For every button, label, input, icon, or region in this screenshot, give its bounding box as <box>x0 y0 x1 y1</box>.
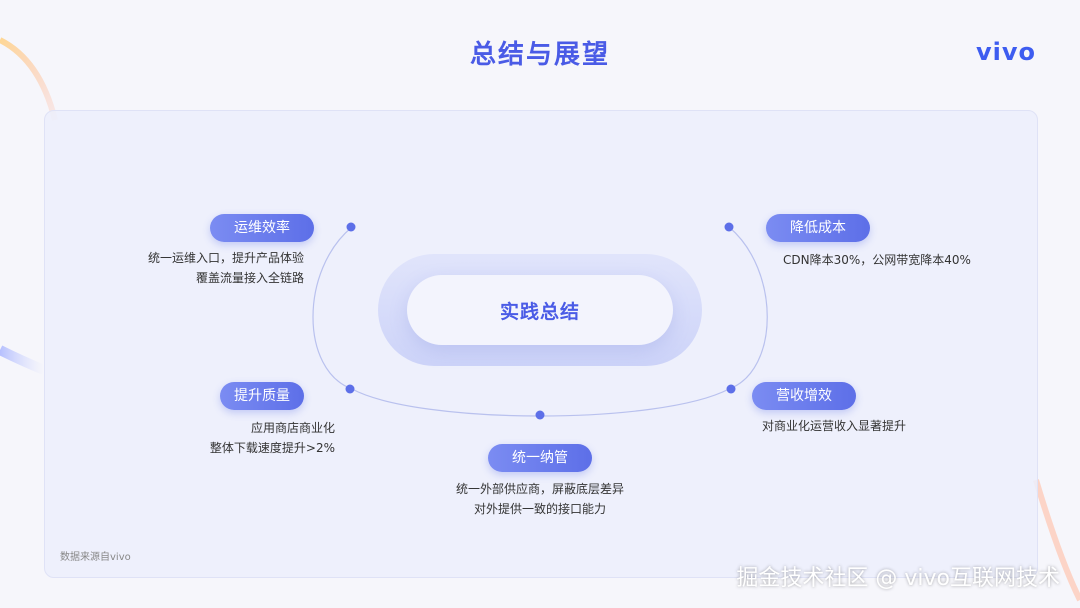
tag-ops: 运维效率 <box>210 214 314 242</box>
node-dot-unify <box>535 410 545 420</box>
desc-revenue: 对商业化运营收入显著提升 <box>762 416 906 436</box>
tag-quality: 提升质量 <box>220 382 304 410</box>
desc-cost-line1: CDN降本30%，公网带宽降本40% <box>783 253 971 267</box>
desc-revenue-line1: 对商业化运营收入显著提升 <box>762 419 907 433</box>
page-title: 总结与展望 <box>469 40 610 70</box>
desc-cost: CDN降本30%，公网带宽降本40% <box>783 250 971 270</box>
tag-cost: 降低成本 <box>766 214 870 242</box>
desc-quality: 应用商店商业化 整体下载速度提升>2% <box>210 418 335 458</box>
vivo-logo: vivo <box>975 38 1036 66</box>
data-source-note: 数据来源自vivo <box>60 552 131 563</box>
desc-quality-line1: 应用商店商业化 <box>250 421 335 435</box>
desc-unify-line1: 统一外部供应商，屏蔽底层差异 <box>455 482 624 496</box>
tag-revenue: 营收增效 <box>752 382 856 410</box>
desc-ops-line1: 统一运维入口，提升产品体验 <box>147 251 304 265</box>
watermark: 掘金技术社区 @ vivo互联网技术 <box>736 566 1060 591</box>
center-label: 实践总结 <box>407 275 673 345</box>
desc-ops-line2: 覆盖流量接入全链路 <box>195 271 304 285</box>
desc-ops: 统一运维入口，提升产品体验 覆盖流量接入全链路 <box>148 248 304 288</box>
node-dot-revenue <box>726 384 736 394</box>
desc-unify: 统一外部供应商，屏蔽底层差异 对外提供一致的接口能力 <box>400 479 680 519</box>
tag-unify: 统一纳管 <box>488 444 592 472</box>
node-dot-quality <box>345 384 355 394</box>
node-dot-cost <box>724 222 734 232</box>
desc-unify-line2: 对外提供一致的接口能力 <box>473 502 606 516</box>
node-dot-ops <box>346 222 356 232</box>
desc-quality-line2: 整体下载速度提升>2% <box>209 441 335 455</box>
content-panel <box>44 110 1038 578</box>
